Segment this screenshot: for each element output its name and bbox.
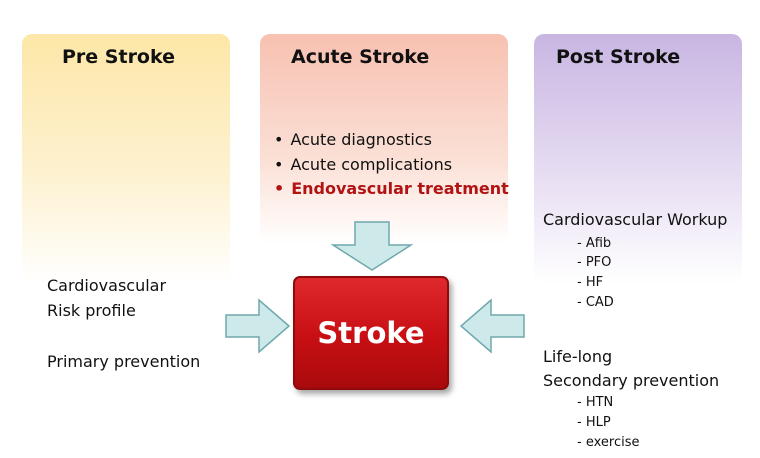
prevention-item-hlp: - HLP (577, 415, 611, 430)
workup-item-pfo: - PFO (577, 255, 612, 270)
pre-stroke-line-primary-prevention: Primary prevention (47, 352, 201, 371)
acute-stroke-list: Acute diagnostics Acute complications En… (274, 128, 509, 202)
acute-stroke-item: Acute complications (274, 153, 509, 178)
acute-stroke-item: Acute diagnostics (274, 128, 509, 153)
prevention-item-exercise: - exercise (577, 435, 640, 450)
stroke-center-box: Stroke (293, 276, 449, 390)
pre-stroke-line-cardiovascular: Cardiovascular (47, 276, 167, 295)
post-stroke-title: Post Stroke (556, 46, 681, 68)
pre-stroke-line-risk-profile: Risk profile (47, 301, 136, 320)
post-stroke-prevention-line1: Life-long (543, 347, 613, 366)
acute-stroke-item-highlight: Endovascular treatment (274, 177, 509, 202)
post-stroke-workup-heading: Cardiovascular Workup (543, 210, 728, 229)
down-arrow-icon (330, 221, 414, 271)
left-arrow-icon (459, 298, 525, 354)
pre-stroke-panel (22, 34, 230, 284)
stroke-center-label: Stroke (317, 316, 425, 350)
prevention-item-htn: - HTN (577, 395, 614, 410)
pre-stroke-title: Pre Stroke (62, 46, 175, 68)
acute-stroke-title: Acute Stroke (291, 46, 430, 68)
post-stroke-panel (534, 34, 742, 284)
post-stroke-prevention-line2: Secondary prevention (543, 371, 720, 390)
workup-item-cad: - CAD (577, 295, 614, 310)
workup-item-afib: - Afib (577, 236, 612, 251)
workup-item-hf: - HF (577, 275, 604, 290)
right-arrow-icon (225, 298, 291, 354)
